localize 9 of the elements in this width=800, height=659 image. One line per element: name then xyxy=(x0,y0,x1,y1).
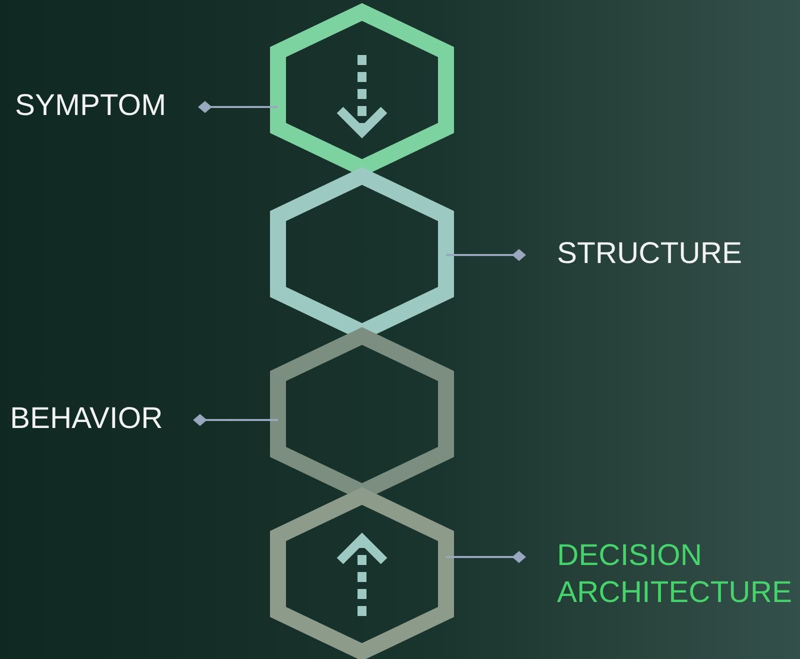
hexagon-link xyxy=(270,488,454,659)
leader-line xyxy=(198,101,278,113)
leader-line xyxy=(193,414,278,426)
node-label: DECISION ARCHITECTURE xyxy=(519,537,794,611)
node-label: BEHAVIOR xyxy=(10,400,200,437)
node-label: SYMPTOM xyxy=(15,87,205,124)
leader-line xyxy=(446,249,526,261)
node-label: STRUCTURE xyxy=(519,235,759,272)
leader-line xyxy=(446,551,526,563)
